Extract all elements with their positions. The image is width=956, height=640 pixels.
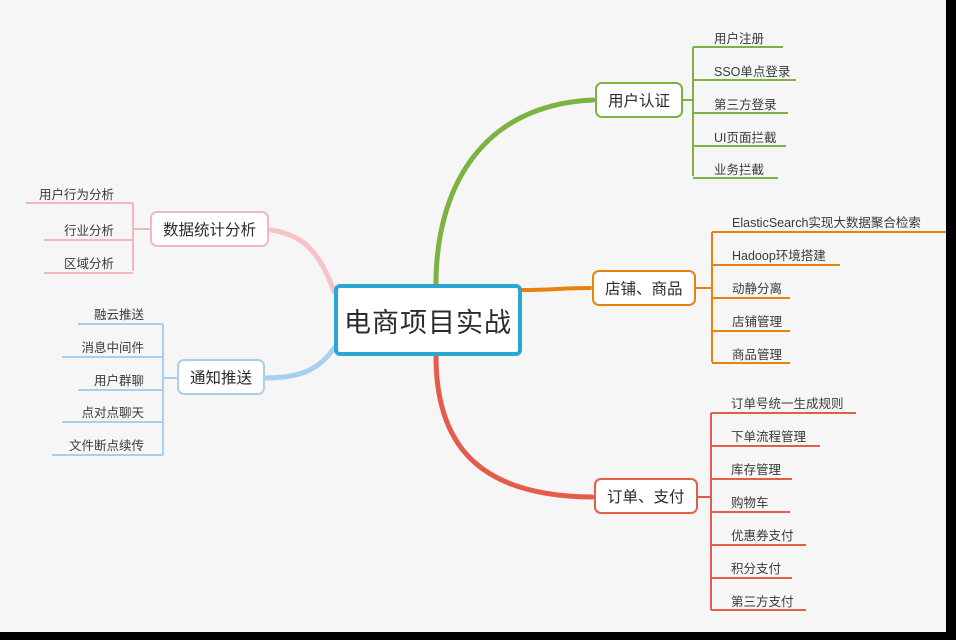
- leaf-notify-3[interactable]: 点对点聊天: [81, 406, 144, 420]
- leaf-order-1[interactable]: 下单流程管理: [731, 430, 807, 444]
- branch-node-auth[interactable]: 用户认证: [595, 82, 684, 118]
- leaf-order-2[interactable]: 库存管理: [731, 463, 782, 477]
- leaf-shop-3[interactable]: 店铺管理: [732, 315, 783, 329]
- branch-node-shop[interactable]: 店铺、商品: [592, 270, 696, 306]
- leaf-order-5[interactable]: 积分支付: [731, 562, 782, 576]
- link-root-auth: [433, 97, 596, 287]
- leaf-shop-2[interactable]: 动静分离: [732, 282, 783, 296]
- leaf-stats-0[interactable]: 用户行为分析: [38, 188, 114, 202]
- leaf-notify-2[interactable]: 用户群聊: [93, 374, 144, 388]
- leaf-order-3[interactable]: 购物车: [731, 496, 769, 510]
- leaf-notify-0[interactable]: 融云推送: [93, 308, 144, 322]
- link-root-order: [433, 353, 595, 500]
- leaf-order-6[interactable]: 第三方支付: [731, 595, 794, 609]
- capture-edge-right: [946, 0, 956, 640]
- leaf-shop-1[interactable]: Hadoop环境搭建: [732, 249, 826, 263]
- link-root-notify: [261, 345, 337, 381]
- leaf-auth-0[interactable]: 用户注册: [714, 32, 765, 46]
- link-root-shop: [520, 286, 592, 292]
- root-node[interactable]: 电商项目实战: [334, 284, 522, 356]
- leaf-auth-2[interactable]: 第三方登录: [714, 98, 777, 112]
- leaf-shop-0[interactable]: ElasticSearch实现大数据聚合检索: [732, 216, 921, 230]
- leaf-order-0[interactable]: 订单号统一生成规则: [731, 397, 844, 411]
- leaf-order-4[interactable]: 优惠券支付: [731, 529, 794, 543]
- leaf-notify-4[interactable]: 文件断点续传: [68, 439, 144, 453]
- leaf-auth-3[interactable]: UI页面拦截: [714, 131, 777, 145]
- leaf-stats-2[interactable]: 区域分析: [63, 257, 114, 271]
- branch-node-stats[interactable]: 数据统计分析: [150, 211, 270, 247]
- branch-node-notify[interactable]: 通知推送: [177, 359, 266, 395]
- leaf-stats-1[interactable]: 行业分析: [63, 224, 114, 238]
- capture-edge-bottom: [0, 632, 956, 640]
- leaf-shop-4[interactable]: 商品管理: [732, 348, 783, 362]
- leaf-notify-1[interactable]: 消息中间件: [81, 341, 144, 355]
- leaf-auth-1[interactable]: SSO单点登录: [714, 65, 791, 79]
- leaf-auth-4[interactable]: 业务拦截: [714, 163, 765, 177]
- branch-node-order[interactable]: 订单、支付: [594, 478, 698, 514]
- link-root-stats: [255, 226, 337, 295]
